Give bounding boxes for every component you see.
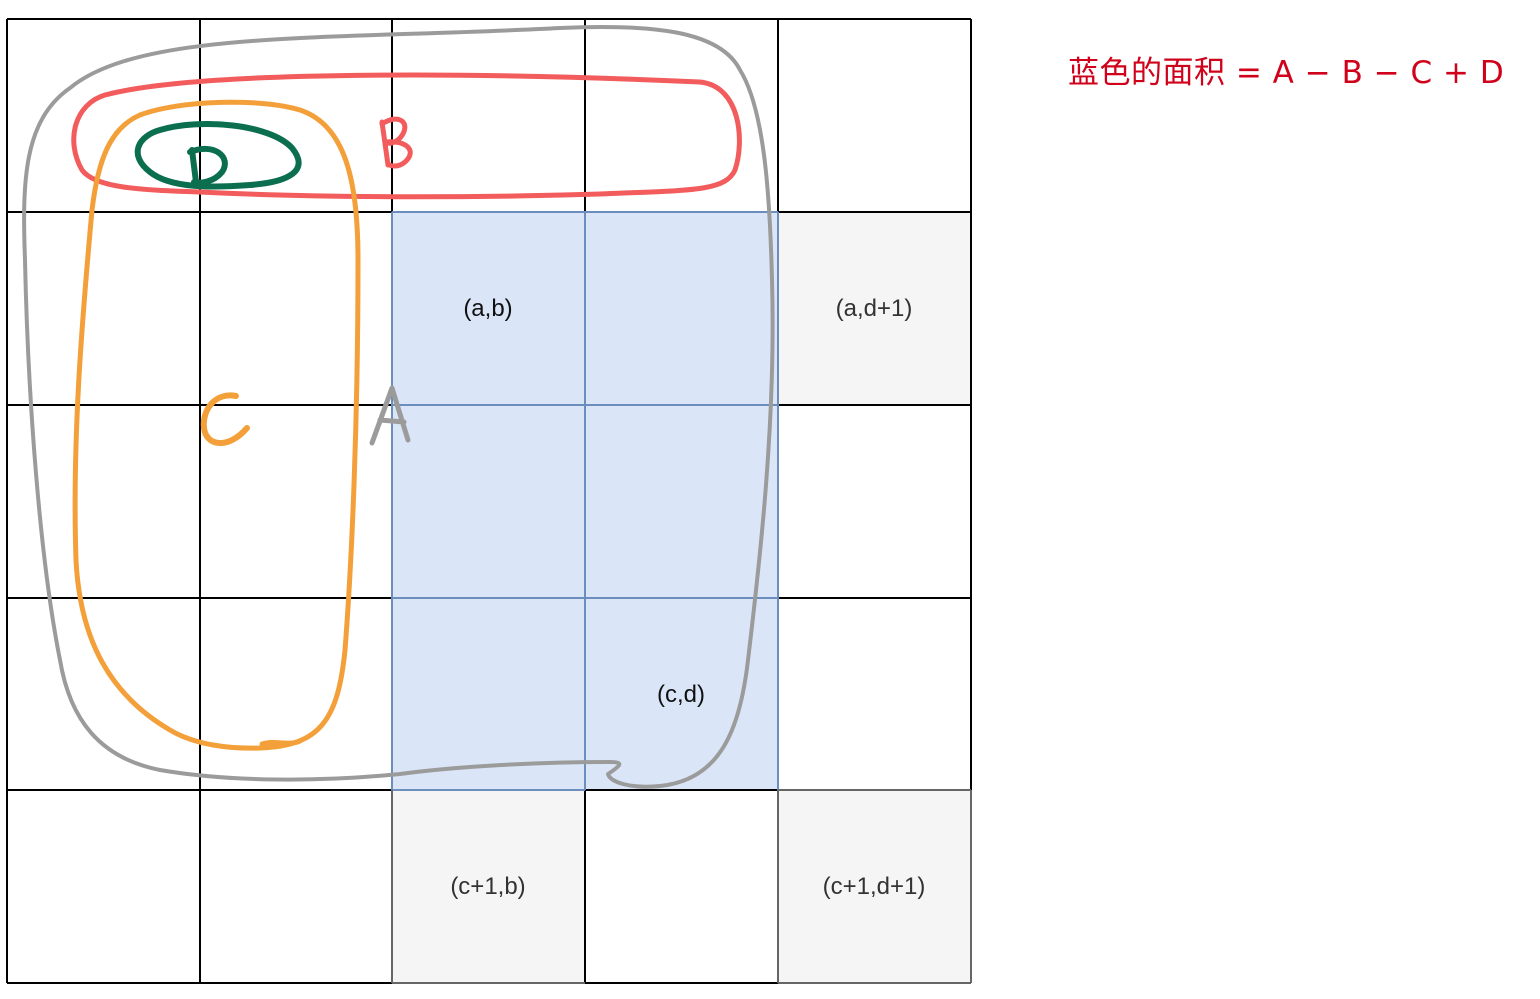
cell-label-cd: (c,d) xyxy=(657,681,705,708)
cell-label-c1d1: (c+1,d+1) xyxy=(823,873,926,900)
letter-A xyxy=(369,385,411,446)
blue-area-lines xyxy=(391,211,779,791)
region-C-tail xyxy=(259,738,303,747)
region-C-outline xyxy=(72,99,361,751)
region-A-outline xyxy=(22,24,775,789)
letter-B xyxy=(379,116,413,169)
cell-label-c1b: (c+1,b) xyxy=(450,873,525,900)
area-formula: 蓝色的面积 = A − B − C + D xyxy=(1068,55,1505,91)
letter-C xyxy=(200,392,250,446)
region-D-outline xyxy=(134,121,302,190)
region-B-outline xyxy=(71,72,742,200)
cell-label-ad1: (a,d+1) xyxy=(836,295,913,322)
gray-cell-borders xyxy=(391,789,972,984)
gray-cell-c1-d1 xyxy=(778,790,971,983)
cell-label-ab: (a,b) xyxy=(463,295,512,322)
gray-cell-c1-b xyxy=(392,790,585,983)
letter-D xyxy=(187,145,228,186)
gray-cell-a-d1 xyxy=(778,212,971,405)
grid-lines xyxy=(6,18,972,984)
